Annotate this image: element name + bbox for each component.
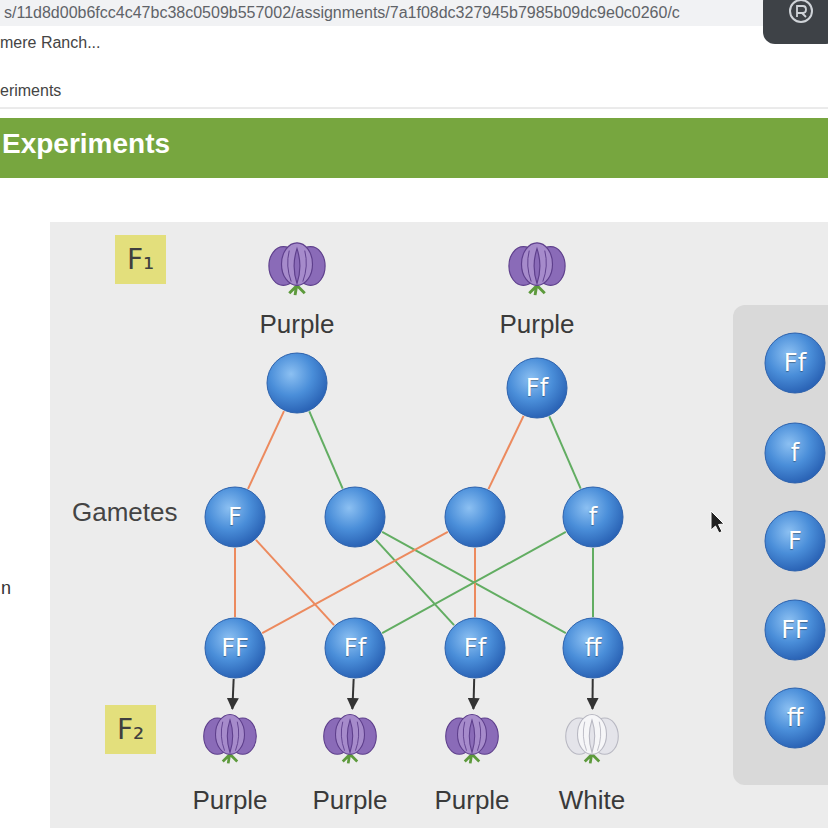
allele-circle: Ff <box>324 617 386 679</box>
allele-text: ff <box>787 705 804 731</box>
answer-tray <box>733 305 828 785</box>
gamete-line <box>592 548 594 617</box>
purple-flower: Purple <box>192 712 267 815</box>
allele-text: FF <box>781 617 809 643</box>
allele-circle: Ff <box>764 332 826 394</box>
gamete-line <box>309 411 342 488</box>
phenotype-label: Purple <box>312 786 387 815</box>
purple-flower: Purple <box>499 240 574 339</box>
gamete-line <box>376 540 454 625</box>
breadcrumb-text: eriments <box>0 82 61 100</box>
purple-flower-drawing <box>506 240 568 296</box>
purple-flower-drawing <box>321 712 379 764</box>
offspring-arrow <box>232 679 233 709</box>
button-icon <box>790 0 812 22</box>
allele-circle <box>324 486 386 548</box>
circle-outline <box>266 352 328 414</box>
allele-text: ff <box>585 635 602 661</box>
mouse-cursor <box>711 511 724 533</box>
phenotype-label: Purple <box>259 310 334 339</box>
generation-label: F₂ <box>105 705 156 754</box>
gamete-line <box>549 416 580 488</box>
allele-circle: ff <box>764 687 826 749</box>
circle-outline <box>444 486 506 548</box>
cut-text: n <box>1 578 11 599</box>
allele-circle: f <box>764 422 826 484</box>
offspring-arrow <box>352 679 353 709</box>
allele-text: f <box>791 440 799 466</box>
allele-text: F <box>228 504 242 530</box>
purple-flower: Purple <box>434 712 509 815</box>
allele-circle: FF <box>764 599 826 661</box>
offspring-arrow <box>472 679 475 709</box>
allele-circle: Ff <box>444 617 506 679</box>
phenotype-label: Purple <box>434 786 509 815</box>
allele-text: FF <box>221 635 249 661</box>
phenotype-label: Purple <box>192 786 267 815</box>
generation-label: F₁ <box>115 235 166 284</box>
url-bar <box>0 0 828 26</box>
generation-text: F₁ <box>127 243 154 276</box>
purple-flower-drawing <box>201 712 259 764</box>
page-heading: Experiments <box>2 128 170 160</box>
allele-circle: F <box>764 510 826 572</box>
allele-circle <box>444 486 506 548</box>
allele-text: Ff <box>784 350 806 376</box>
purple-flower: Purple <box>312 712 387 815</box>
allele-circle: ff <box>562 617 624 679</box>
purple-flower: Purple <box>259 240 334 339</box>
purple-flower-drawing <box>266 240 328 296</box>
divider-line <box>0 108 828 109</box>
allele-circle <box>266 352 328 414</box>
header-bar <box>0 118 828 178</box>
allele-circle: FF <box>204 617 266 679</box>
url-text: s/11d8d00b6fcc4c47bc38c0509b557002/assig… <box>4 4 680 22</box>
allele-circle: F <box>204 486 266 548</box>
allele-circle: f <box>562 486 624 548</box>
allele-text: Ff <box>526 375 548 401</box>
phenotype-label: Purple <box>499 310 574 339</box>
generation-text: F₂ <box>117 713 144 746</box>
allele-circle: Ff <box>506 357 568 419</box>
gamete-line <box>248 411 284 489</box>
allele-text: f <box>589 504 597 530</box>
white-flower: White <box>559 712 625 815</box>
offspring-arrow <box>591 679 593 709</box>
gamete-line <box>234 548 236 617</box>
gamete-line <box>488 416 523 489</box>
allele-text: F <box>788 528 802 554</box>
phenotype-label: White <box>559 786 625 815</box>
toolbar-button <box>763 0 828 44</box>
allele-text: Ff <box>344 635 366 661</box>
circle-outline <box>324 486 386 548</box>
diagram-panel <box>50 222 828 828</box>
allele-text: Ff <box>464 635 486 661</box>
purple-flower-drawing <box>443 712 501 764</box>
white-flower-drawing <box>563 712 621 764</box>
bookmark-text: mere Ranch... <box>0 34 100 52</box>
row-label: Gametes <box>72 497 178 528</box>
gamete-line <box>256 540 334 625</box>
button-icon <box>797 6 806 17</box>
